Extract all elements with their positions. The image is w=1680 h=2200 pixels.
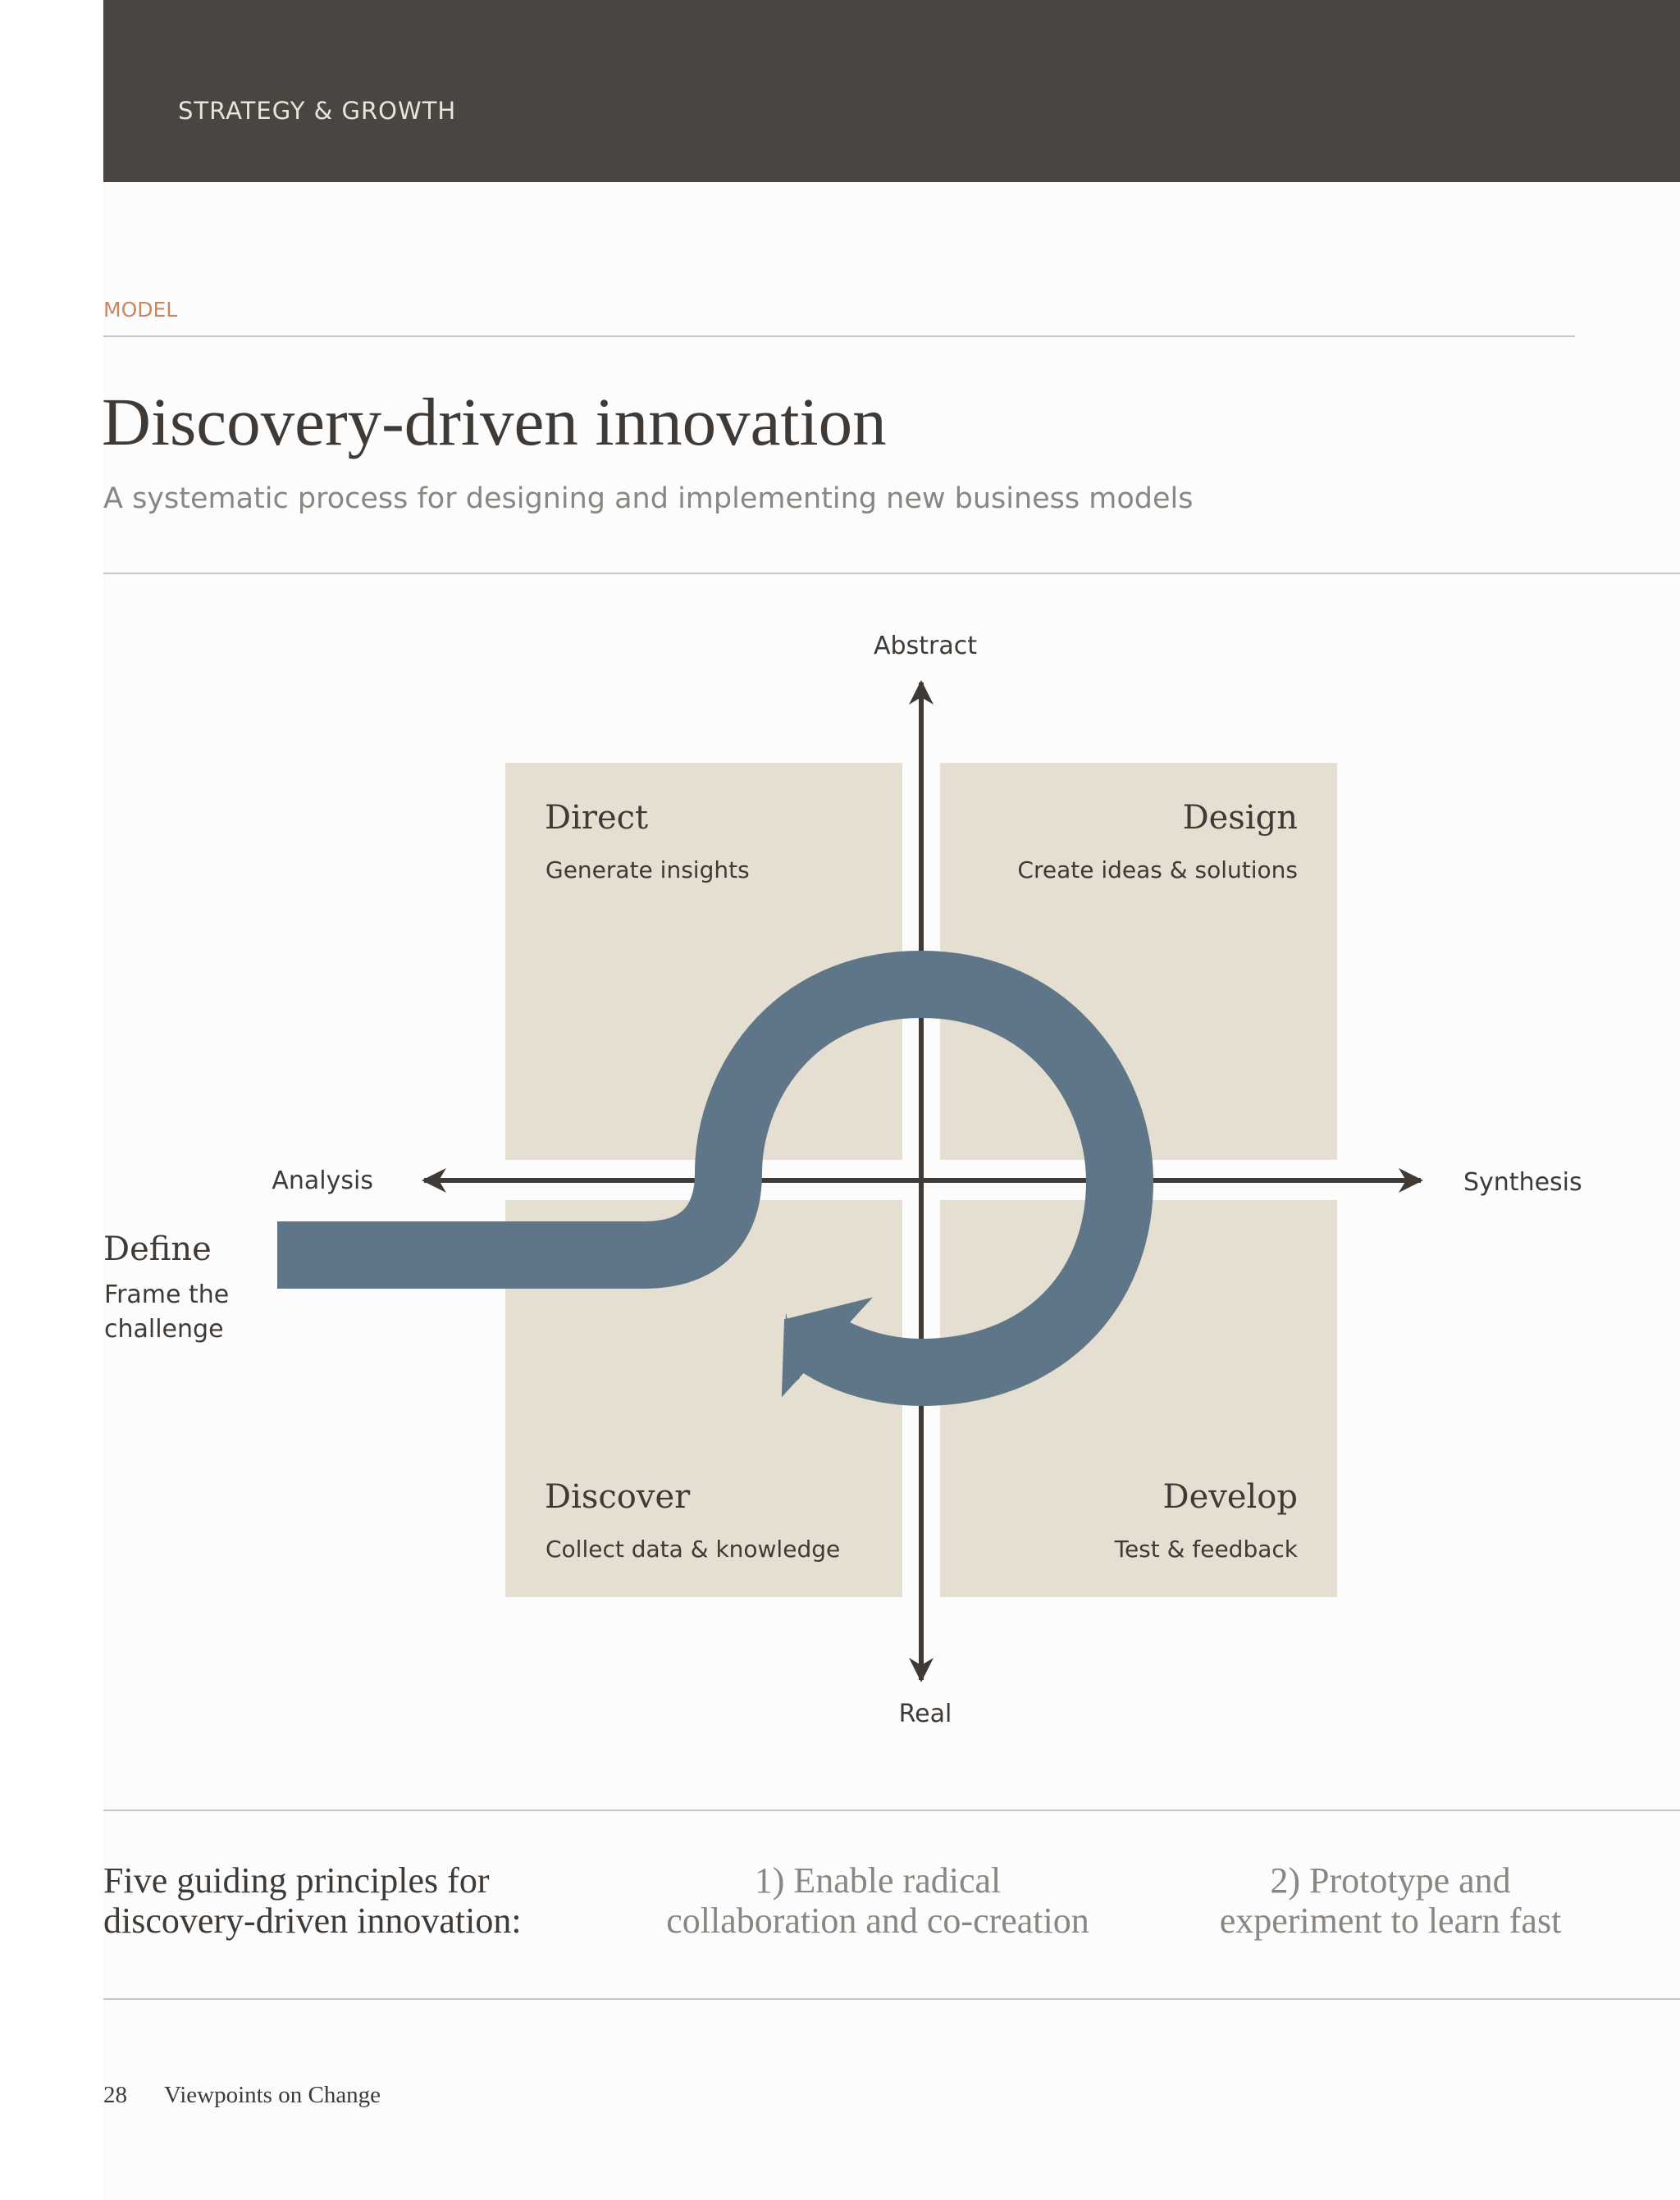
start-define-title: Define	[103, 1230, 212, 1268]
principle-item-line1: 1) Enable radical	[754, 1860, 1002, 1901]
quadrant-discover-desc: Collect data & knowledge	[546, 1536, 840, 1563]
principle-item: 2) Prototype and experiment to learn fas…	[1153, 1860, 1628, 1941]
quadrant-develop-title: Develop	[1163, 1478, 1299, 1516]
start-define-desc-line2: challenge	[104, 1315, 224, 1344]
process-flow-arrowhead-tip	[783, 1312, 800, 1393]
diagram-top-divider	[103, 573, 1680, 574]
axis-label-abstract: Abstract	[874, 632, 977, 660]
article-subtitle: A systematic process for designing and i…	[103, 482, 1194, 515]
principle-item: 1) Enable radical collaboration and co-c…	[623, 1860, 1132, 1941]
quadrant-direct-box	[505, 763, 902, 1160]
principle-item-line1: 2) Prototype and	[1270, 1860, 1511, 1901]
header-bar	[103, 0, 1680, 182]
principles-top-divider	[103, 1810, 1680, 1811]
principles-heading-line1: Five guiding principles for	[103, 1860, 490, 1901]
quadrant-develop-desc: Test & feedback	[1114, 1536, 1299, 1563]
quadrant-design-title: Design	[1183, 799, 1298, 837]
principles-bottom-divider	[103, 1998, 1680, 2000]
quadrant-design-box	[940, 763, 1337, 1160]
principles-heading: Five guiding principles for discovery-dr…	[103, 1860, 628, 1941]
principle-item-line2: experiment to learn fast	[1219, 1901, 1562, 1941]
axis-label-real: Real	[899, 1700, 952, 1728]
axis-label-synthesis: Synthesis	[1463, 1168, 1582, 1197]
publication-name: Viewpoints on Change	[164, 2082, 381, 2108]
quadrant-direct-title: Direct	[545, 799, 648, 837]
quadrant-discover-title: Discover	[545, 1478, 691, 1516]
principle-item-line2: collaboration and co-creation	[666, 1901, 1089, 1941]
axis-label-analysis: Analysis	[272, 1166, 373, 1195]
quadrant-design-desc: Create ideas & solutions	[1017, 856, 1298, 883]
principles-heading-line2: discovery-driven innovation:	[103, 1901, 522, 1941]
start-define-desc-line1: Frame the	[104, 1280, 229, 1309]
kicker-divider	[103, 335, 1575, 337]
quadrant-develop-box	[940, 1200, 1337, 1597]
page-number: 28	[103, 2082, 127, 2108]
quadrant-direct-desc: Generate insights	[546, 856, 750, 883]
article-kicker: MODEL	[103, 298, 178, 322]
process-flow-arrow	[277, 950, 1154, 1407]
section-label: STRATEGY & GROWTH	[178, 97, 457, 125]
article-title: Discovery-driven innovation	[102, 384, 887, 459]
